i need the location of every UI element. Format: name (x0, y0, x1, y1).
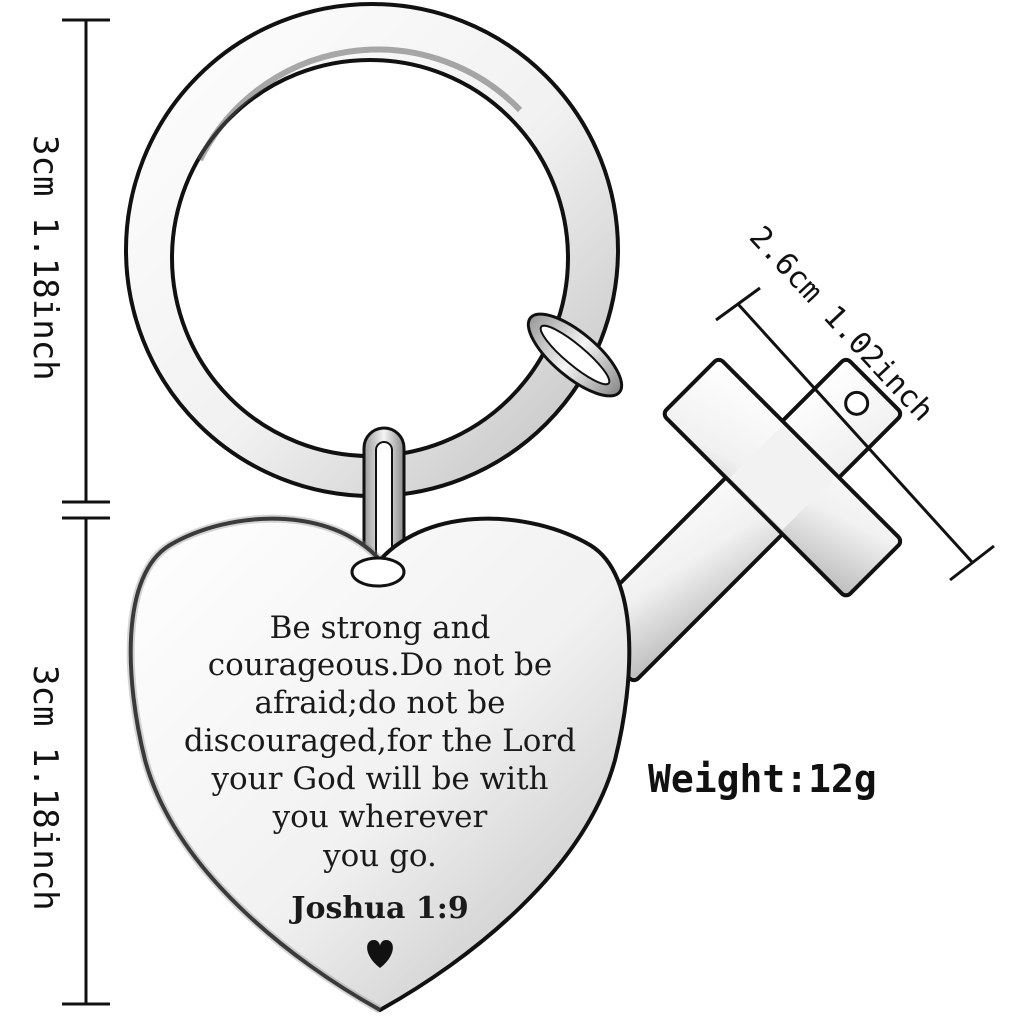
heart-jump-ring (362, 426, 406, 578)
verse-line: your God will be with (211, 761, 549, 797)
cross-jump-ring (526, 312, 624, 398)
heart-pendant (126, 514, 632, 1014)
verse-reference: Joshua 1:9 (288, 891, 468, 926)
key-ring (124, 2, 620, 498)
verse-line: you go. (322, 838, 437, 874)
heart-icon (367, 940, 393, 968)
ring-height-label: 3cm 1.18inch (25, 135, 65, 381)
heart-height-label: 3cm 1.18inch (25, 665, 65, 911)
weight-label: Weight:12g (648, 757, 877, 801)
dimension-line-cross (715, 286, 995, 582)
cross-pendant (577, 357, 903, 683)
verse-line: you wherever (272, 799, 488, 835)
verse-text: Be strong and courageous.Do not be afrai… (184, 610, 576, 926)
verse-line: Be strong and (270, 610, 491, 646)
verse-line: discouraged,for the Lord (184, 723, 576, 759)
verse-line: courageous.Do not be (208, 647, 552, 683)
dimension-line-left (62, 18, 110, 1006)
verse-line: afraid;do not be (255, 685, 506, 721)
